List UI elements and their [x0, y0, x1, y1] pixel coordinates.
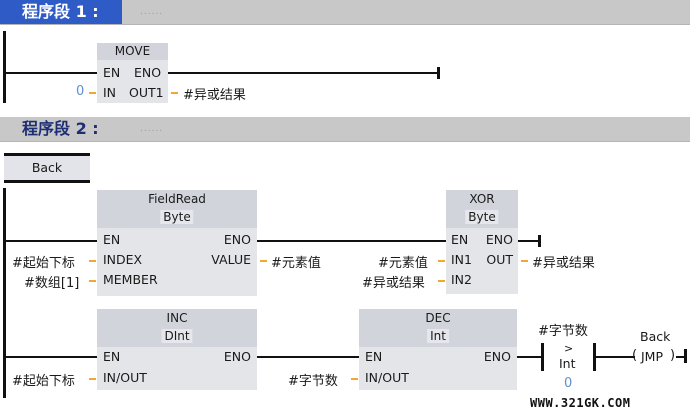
network-1-comment[interactable]: ...... [140, 7, 164, 17]
fieldread-value-tick [260, 260, 267, 262]
inc-inout-operand[interactable]: #起始下标 [12, 374, 75, 389]
power-rail-2 [3, 188, 6, 398]
fieldread-type[interactable]: Byte [160, 210, 194, 224]
network-1-title: 程序段 1 : [0, 0, 122, 24]
move-in-operand[interactable]: 0 [76, 84, 85, 99]
wire-xor-eno [518, 240, 540, 242]
inc-inout-pin: IN/OUT [103, 370, 147, 385]
inc-inout-tick [89, 378, 96, 380]
xor-in2-tick [438, 280, 445, 282]
inc-eno-pin: ENO [223, 349, 251, 364]
move-out1-pin: OUT1 [129, 85, 164, 100]
fieldread-index-pin: INDEX [103, 252, 143, 267]
compare-contact-left[interactable] [541, 343, 544, 371]
xor-title: XOR [469, 192, 495, 206]
network-2-header[interactable]: 程序段 2 : ...... [0, 117, 690, 142]
xor-in1-pin: IN1 [451, 252, 472, 267]
dec-eno-pin: ENO [483, 349, 511, 364]
xor-out-tick [521, 260, 528, 262]
fieldread-eno-pin: ENO [223, 232, 251, 247]
move-en-pin: EN [103, 65, 121, 80]
fieldread-title: FieldRead [148, 192, 206, 206]
fieldread-member-operand[interactable]: #数组[1] [24, 276, 80, 291]
power-rail-1 [3, 31, 6, 103]
fieldread-member-pin: MEMBER [103, 272, 158, 287]
wire-rail-to-fieldread-en [5, 240, 97, 242]
dec-en-pin: EN [365, 349, 383, 364]
xor-en-pin: EN [451, 232, 469, 247]
fieldread-en-pin: EN [103, 232, 121, 247]
dec-title: DEC [425, 311, 451, 325]
inc-block[interactable]: INC DInt EN ENO IN/OUT [97, 309, 257, 390]
inc-title: INC [166, 311, 188, 325]
jump-label-back[interactable]: Back [4, 153, 90, 183]
fieldread-value-operand[interactable]: #元素值 [271, 256, 321, 271]
compare-contact-right[interactable] [593, 343, 596, 371]
move-out1-operand[interactable]: #异或结果 [183, 88, 246, 103]
network-2-title: 程序段 2 : [22, 119, 99, 138]
xor-in1-operand[interactable]: #元素值 [378, 256, 428, 271]
dec-type[interactable]: Int [427, 329, 449, 343]
move-in-tick [89, 92, 96, 94]
rung-end-2a [538, 235, 541, 247]
xor-in1-tick [438, 260, 445, 262]
network-1-header[interactable]: 程序段 1 : ...... [0, 0, 690, 25]
wire-rail-to-move-en [5, 72, 97, 74]
xor-block[interactable]: XOR Byte EN ENO IN1 OUT IN2 [446, 190, 518, 294]
wire-inc-to-dec [257, 356, 359, 358]
fieldread-member-tick [89, 280, 96, 282]
dec-block[interactable]: DEC Int EN ENO IN/OUT [359, 309, 517, 390]
jmp-coil-open: ( [632, 348, 638, 363]
wire-compare-to-jmp [595, 356, 635, 358]
rung-end-2b [684, 349, 687, 363]
compare-type[interactable]: Int [559, 356, 576, 371]
move-block-title: MOVE [114, 44, 151, 58]
compare-top-operand[interactable]: #字节数 [538, 324, 588, 339]
fieldread-block[interactable]: FieldRead Byte EN ENO INDEX VALUE MEMBER [97, 190, 257, 296]
dec-inout-pin: IN/OUT [365, 370, 409, 385]
compare-operator: > [564, 342, 574, 355]
inc-type[interactable]: DInt [161, 329, 193, 343]
xor-eno-pin: ENO [485, 232, 513, 247]
wire-fieldread-to-xor [257, 240, 446, 242]
network-2-comment[interactable]: ...... [140, 124, 164, 134]
fieldread-index-tick [89, 260, 96, 262]
rung-end-1 [437, 67, 440, 79]
jmp-coil-close: ) [670, 348, 676, 363]
jmp-target-label[interactable]: Back [640, 329, 671, 344]
xor-type[interactable]: Byte [465, 210, 499, 224]
wire-dec-to-compare [517, 356, 543, 358]
dec-inout-operand[interactable]: #字节数 [288, 374, 338, 389]
move-block[interactable]: MOVE EN ENO IN OUT1 [97, 43, 168, 103]
compare-bottom-operand[interactable]: 0 [564, 376, 573, 391]
xor-in2-pin: IN2 [451, 272, 472, 287]
xor-in2-operand[interactable]: #异或结果 [362, 276, 425, 291]
fieldread-index-operand[interactable]: #起始下标 [12, 256, 75, 271]
xor-out-operand[interactable]: #异或结果 [532, 256, 595, 271]
fieldread-value-pin: VALUE [211, 252, 251, 267]
xor-out-pin: OUT [486, 252, 513, 267]
wire-jmp-end [676, 356, 685, 358]
dec-inout-tick [351, 378, 358, 380]
wire-move-eno [168, 72, 439, 74]
move-eno-pin: ENO [134, 65, 162, 80]
move-out1-tick [171, 92, 178, 94]
watermark: WWW.321GK.COM [530, 396, 631, 410]
move-in-pin: IN [103, 85, 117, 100]
jmp-coil-label[interactable]: JMP [641, 349, 664, 364]
inc-en-pin: EN [103, 349, 121, 364]
wire-rail-to-inc-en [5, 356, 97, 358]
